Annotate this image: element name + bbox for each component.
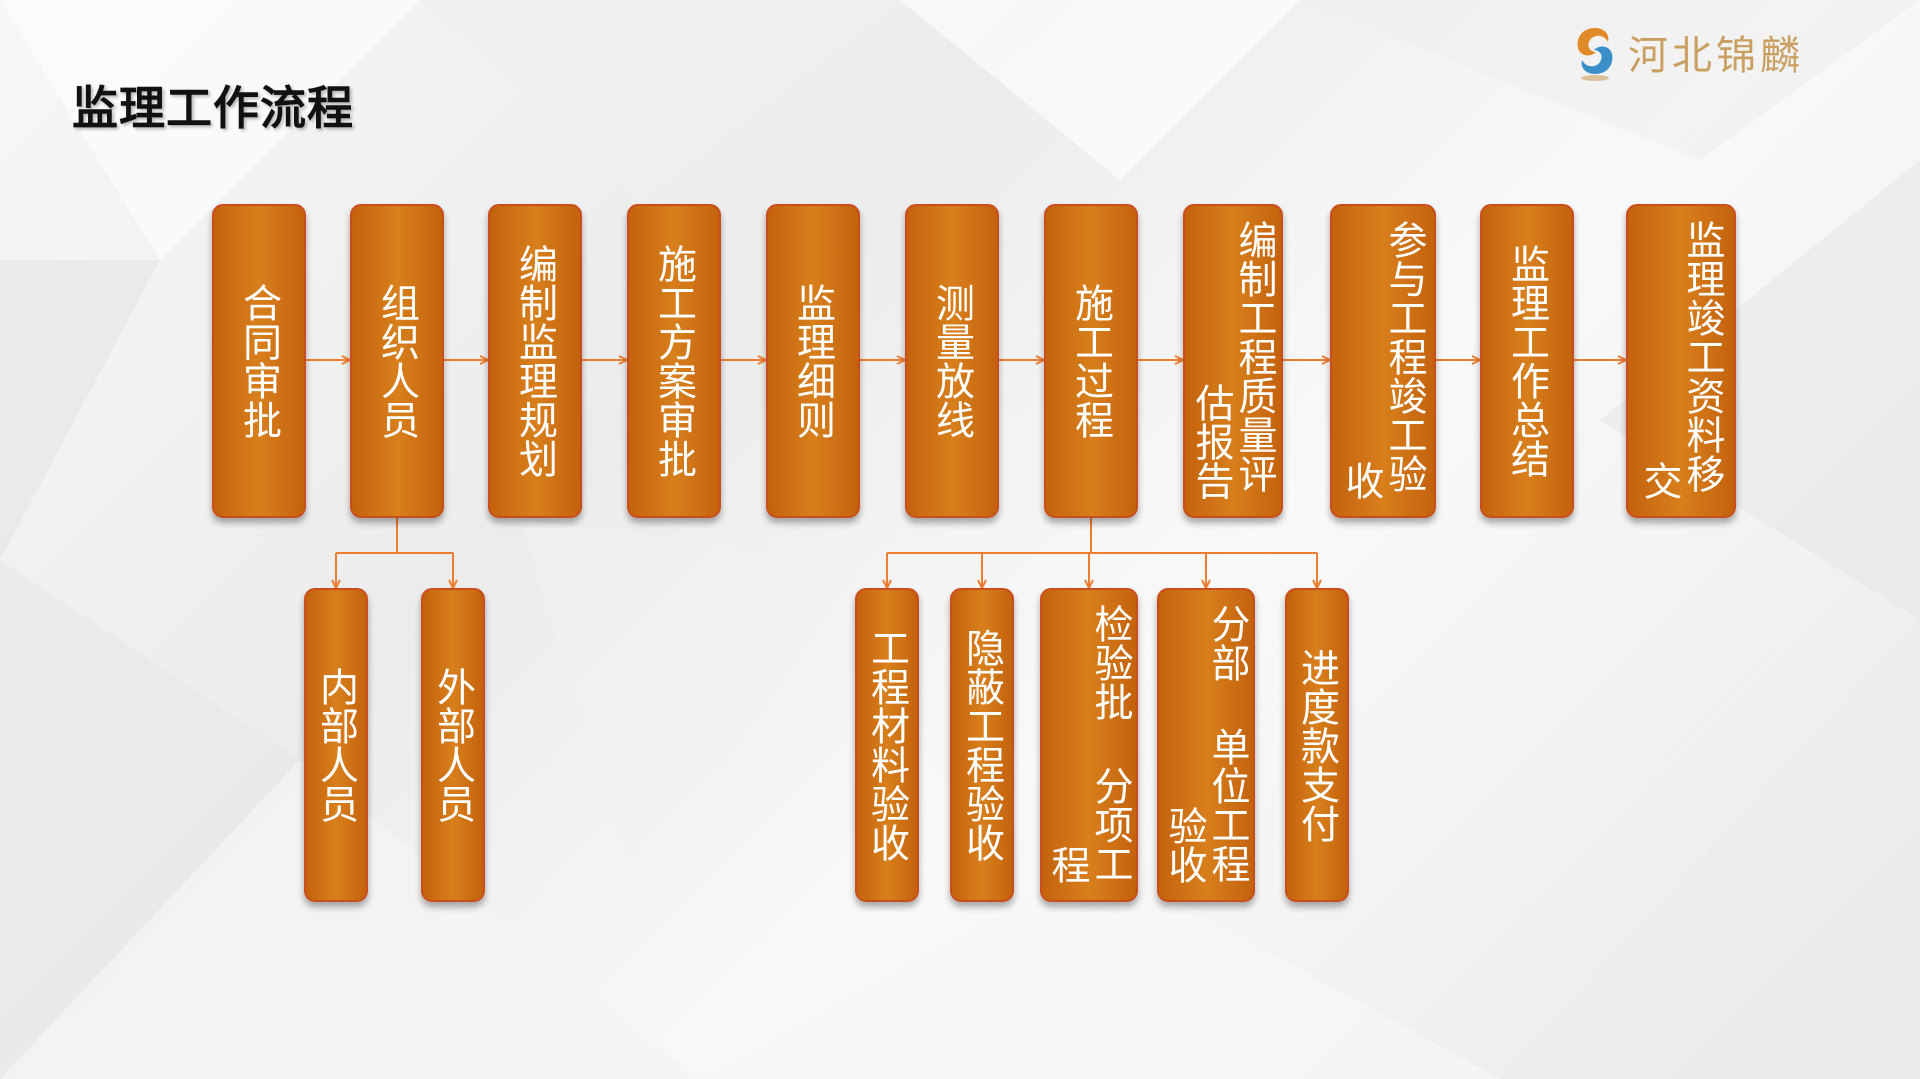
check-jianyan-text-0: 检验批 分项工: [1088, 604, 1133, 883]
step-xize-text-0: 监理细则: [790, 283, 836, 439]
step-jungong-text-1: 收: [1339, 461, 1384, 500]
check-jindu-text-0: 进度款支付: [1294, 647, 1340, 843]
step-guocheng: 施工过程: [1044, 204, 1138, 518]
step-fangan-text-0: 施工方案审批: [651, 244, 697, 478]
step-celiang-text-0: 测量放线: [929, 283, 975, 439]
step-yijiao: 监理竣工资料移交: [1626, 204, 1736, 518]
step-yijiao-text-0: 监理竣工资料移: [1680, 220, 1725, 493]
step-jungong: 参与工程竣工验收: [1330, 204, 1436, 518]
page-title: 监理工作流程: [72, 81, 354, 135]
check-yinbi: 隐蔽工程验收: [950, 588, 1014, 902]
step-zuzhi: 组织人员: [350, 204, 444, 518]
check-yinbi-text-0: 隐蔽工程验收: [959, 628, 1005, 862]
check-jianyan: 检验批 分项工程: [1040, 588, 1138, 902]
staff-waibu: 外部人员: [421, 588, 485, 902]
check-jindu: 进度款支付: [1285, 588, 1349, 902]
step-hetong: 合同审批: [212, 204, 306, 518]
check-jianyan-text-1: 程: [1045, 845, 1090, 884]
step-zuzhi-text-0: 组织人员: [374, 283, 420, 439]
step-guocheng-text-0: 施工过程: [1068, 283, 1114, 439]
step-pinggu: 编制工程质量评估报告: [1183, 204, 1283, 518]
step-hetong-text-0: 合同审批: [236, 283, 282, 439]
step-zongjie-text-0: 监理工作总结: [1504, 244, 1550, 478]
swirl-logo-icon: [1577, 28, 1613, 81]
step-pinggu-text-0: 编制工程质量评: [1232, 220, 1277, 493]
check-fenbu: 分部 单位工程验收: [1157, 588, 1255, 902]
check-fenbu-text-0: 分部 单位工程: [1205, 604, 1250, 883]
step-fangan: 施工方案审批: [627, 204, 721, 518]
step-zongjie: 监理工作总结: [1480, 204, 1574, 518]
staff-neibu-text-0: 内部人员: [313, 667, 359, 823]
company-name: 河北锦麟: [1628, 33, 1804, 79]
step-celiang: 测量放线: [905, 204, 999, 518]
check-cailiao: 工程材料验收: [855, 588, 919, 902]
check-fenbu-text-1: 验收: [1162, 806, 1207, 884]
step-yijiao-text-1: 交: [1637, 461, 1682, 500]
step-guihua-text-0: 编制监理规划: [512, 244, 558, 478]
step-guihua: 编制监理规划: [488, 204, 582, 518]
check-cailiao-text-0: 工程材料验收: [864, 628, 910, 862]
step-jungong-text-0: 参与工程竣工验: [1382, 220, 1427, 493]
staff-neibu: 内部人员: [304, 588, 368, 902]
staff-waibu-text-0: 外部人员: [430, 667, 476, 823]
step-xize: 监理细则: [766, 204, 860, 518]
company-logo: 河北锦麟: [1570, 22, 1804, 82]
step-pinggu-text-1: 估报告: [1189, 383, 1234, 500]
